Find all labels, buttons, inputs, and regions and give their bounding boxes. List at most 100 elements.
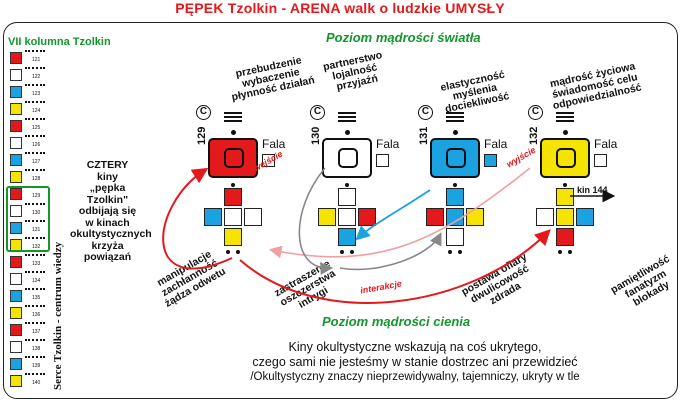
column-dots xyxy=(25,373,45,378)
column-row: 140 xyxy=(8,373,50,389)
column-number: 131 xyxy=(32,227,41,233)
left-note-line: kiny xyxy=(96,170,118,183)
column-number: 128 xyxy=(32,176,41,182)
kin-dot xyxy=(563,130,568,135)
column-dots xyxy=(25,203,45,208)
column-glyph xyxy=(10,307,22,319)
column-dots xyxy=(25,220,45,225)
column-glyph xyxy=(10,222,22,234)
column-glyph xyxy=(10,324,22,336)
column-dots xyxy=(25,288,45,293)
column-glyph xyxy=(10,171,22,183)
column-glyph xyxy=(10,69,22,81)
column-glyph xyxy=(10,188,22,200)
column-glyph xyxy=(10,290,22,302)
left-note-line: powiązań xyxy=(83,251,132,263)
bottom-line: czego sami nie jesteśmy w stanie dostrze… xyxy=(252,355,578,369)
column-row: 138 xyxy=(8,339,50,355)
copyright-icon: C xyxy=(196,105,211,120)
fala-icon xyxy=(594,154,607,167)
arrow-gray-right xyxy=(339,232,442,271)
kin-bars xyxy=(446,112,464,122)
column-glyph xyxy=(10,154,22,166)
column-row: 123 xyxy=(8,84,50,100)
column-row: 130 xyxy=(8,203,50,219)
column-row: 127 xyxy=(8,152,50,168)
left-note-line: krzyża xyxy=(91,239,124,252)
column-number: 136 xyxy=(32,312,41,318)
column-number: 134 xyxy=(32,278,41,284)
column-dots xyxy=(25,67,45,72)
cross-dot xyxy=(231,183,235,187)
cross-glyph-icon xyxy=(224,208,242,226)
cross-glyph-icon xyxy=(338,208,356,226)
cross-glyph-icon xyxy=(224,228,242,246)
fala-label: Fala xyxy=(594,137,618,151)
column-row: 136 xyxy=(8,305,50,321)
cross-glyph-icon xyxy=(318,208,336,226)
cross-dots xyxy=(340,250,354,254)
copyright-icon: C xyxy=(418,105,433,120)
kin-main-glyph-icon xyxy=(208,138,258,178)
page-title: PĘPEK Tzolkin - ARENA walk o ludzkie UMY… xyxy=(175,0,505,16)
column-dots xyxy=(25,169,45,174)
cross-glyph-icon xyxy=(556,208,574,226)
copyright-icon: C xyxy=(310,105,325,120)
column-glyph xyxy=(10,358,22,370)
column-number: 140 xyxy=(32,380,41,386)
column-row: 135 xyxy=(8,288,50,304)
column-number: 129 xyxy=(32,193,41,199)
cross-glyph-icon xyxy=(338,188,356,206)
column-row: 131 xyxy=(8,220,50,236)
cross-glyph-icon xyxy=(446,188,464,206)
fala-icon xyxy=(484,154,497,167)
column-number: 127 xyxy=(32,159,41,165)
column-glyph xyxy=(10,120,22,132)
column-glyph xyxy=(10,137,22,149)
cross-glyph-icon xyxy=(204,208,222,226)
bottom-text: Kiny okultystyczne wskazują na coś ukryt… xyxy=(150,340,680,385)
column-number: 124 xyxy=(32,108,41,114)
column-row: 133 xyxy=(8,254,50,270)
copyright-icon: C xyxy=(528,105,543,120)
column-number: 122 xyxy=(32,74,41,80)
diagram-frame xyxy=(3,22,678,399)
column-glyph xyxy=(10,86,22,98)
arrow-red-left xyxy=(162,167,233,270)
column-row: 134 xyxy=(8,271,50,287)
column-number: 135 xyxy=(32,295,41,301)
column-dots xyxy=(25,254,45,259)
kin-dot xyxy=(345,130,350,135)
cross-glyph-icon xyxy=(446,228,464,246)
column-row: 137 xyxy=(8,322,50,338)
kin-main-glyph-icon xyxy=(322,138,372,178)
cross-dot xyxy=(563,183,567,187)
arrow-gray-left xyxy=(298,167,334,275)
column-dots xyxy=(25,152,45,157)
column-row: 124 xyxy=(8,101,50,117)
column-dots xyxy=(25,271,45,276)
column-dots xyxy=(25,118,45,123)
column-glyph xyxy=(10,103,22,115)
left-note-line: Tzolkin" xyxy=(86,193,129,206)
left-note-line: w kinach xyxy=(85,216,130,229)
fala-label: Fala xyxy=(484,137,508,151)
column-number: 121 xyxy=(32,57,41,63)
left-note-line: okultystycznych xyxy=(70,228,152,240)
cross-glyph-icon xyxy=(536,208,554,226)
column-dots xyxy=(25,322,45,327)
cross-dots xyxy=(558,250,572,254)
cross-glyph-icon xyxy=(556,188,574,206)
level-shadow-title: Poziom mądrości cienia xyxy=(322,314,471,329)
column-dots xyxy=(25,135,45,140)
column-number: 126 xyxy=(32,142,41,148)
column-title: VII kolumna Tzolkin xyxy=(8,36,111,48)
cross-glyph-icon xyxy=(556,228,574,246)
left-note: CZTERY kiny „pępka Tzolkin" odbijają się… xyxy=(70,159,152,264)
cross-glyph-icon xyxy=(244,208,262,226)
column-row: 128 xyxy=(8,169,50,185)
kin-dot xyxy=(231,130,236,135)
kin-bars xyxy=(224,112,242,122)
column-row: 129 xyxy=(8,186,50,202)
